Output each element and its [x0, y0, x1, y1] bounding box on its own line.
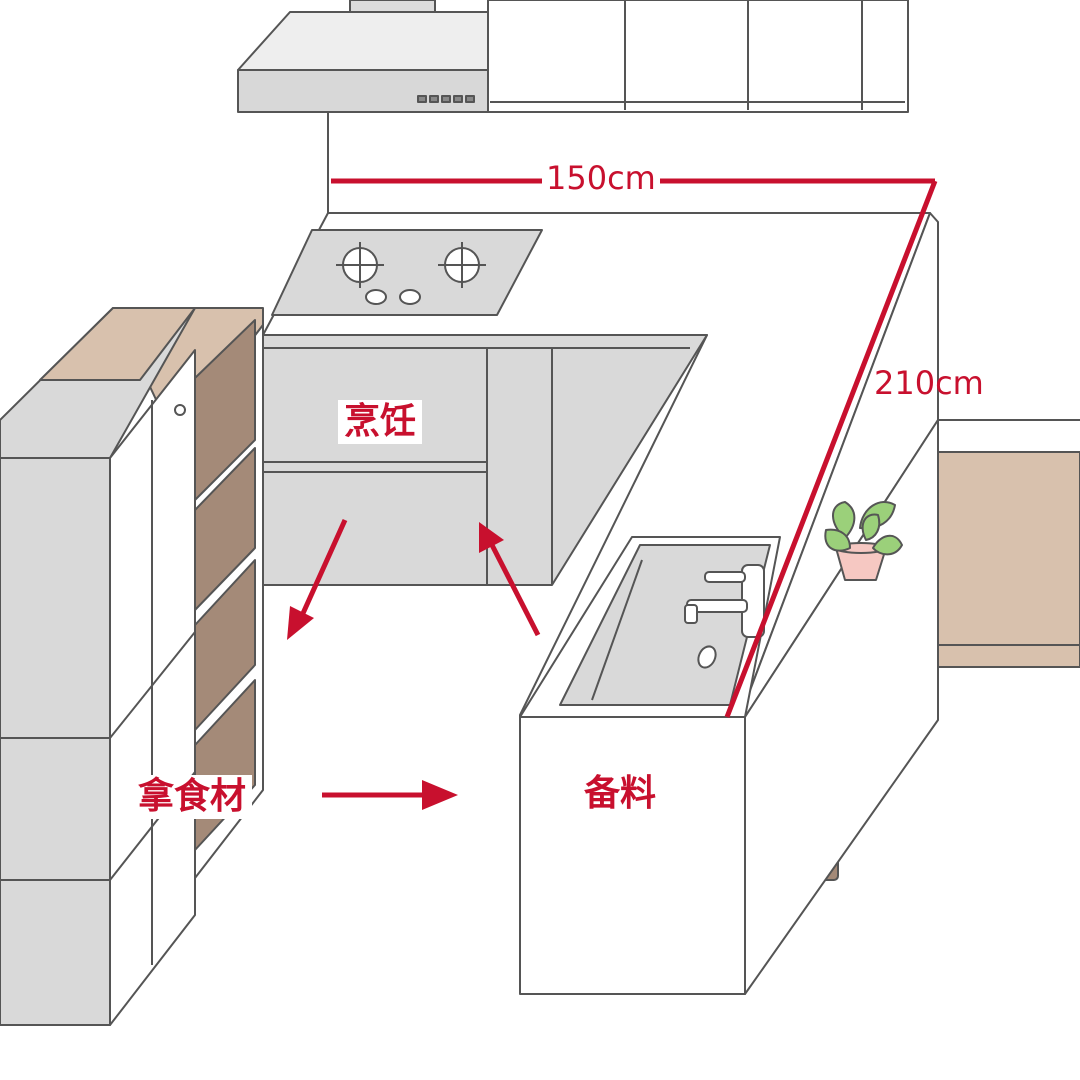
- dimension-label-150: 150cm: [542, 162, 660, 194]
- upper-cabinets: [487, 0, 909, 113]
- range-hood: [237, 0, 489, 113]
- arrow-head-right: [422, 780, 458, 810]
- dimension-line-210: [724, 180, 938, 718]
- workflow-arrows: [287, 518, 541, 810]
- arrow-head-up-left: [479, 522, 504, 553]
- gas-cooktop: [271, 229, 543, 316]
- zone-label-get-ingredients: 拿食材: [132, 775, 253, 819]
- faucet: [684, 564, 765, 669]
- arrow-sink-to-cook: [489, 543, 541, 637]
- arrow-cook-to-fridge: [297, 518, 348, 622]
- refrigerator: [0, 307, 196, 1026]
- sink-island: [519, 419, 939, 995]
- zone-label-cooking: 烹饪: [338, 400, 423, 444]
- zone-label-prep: 备料: [584, 773, 657, 814]
- dimension-label-210: 210cm: [874, 364, 984, 402]
- arrow-head-down-left: [287, 606, 314, 640]
- potted-plant: [824, 500, 903, 581]
